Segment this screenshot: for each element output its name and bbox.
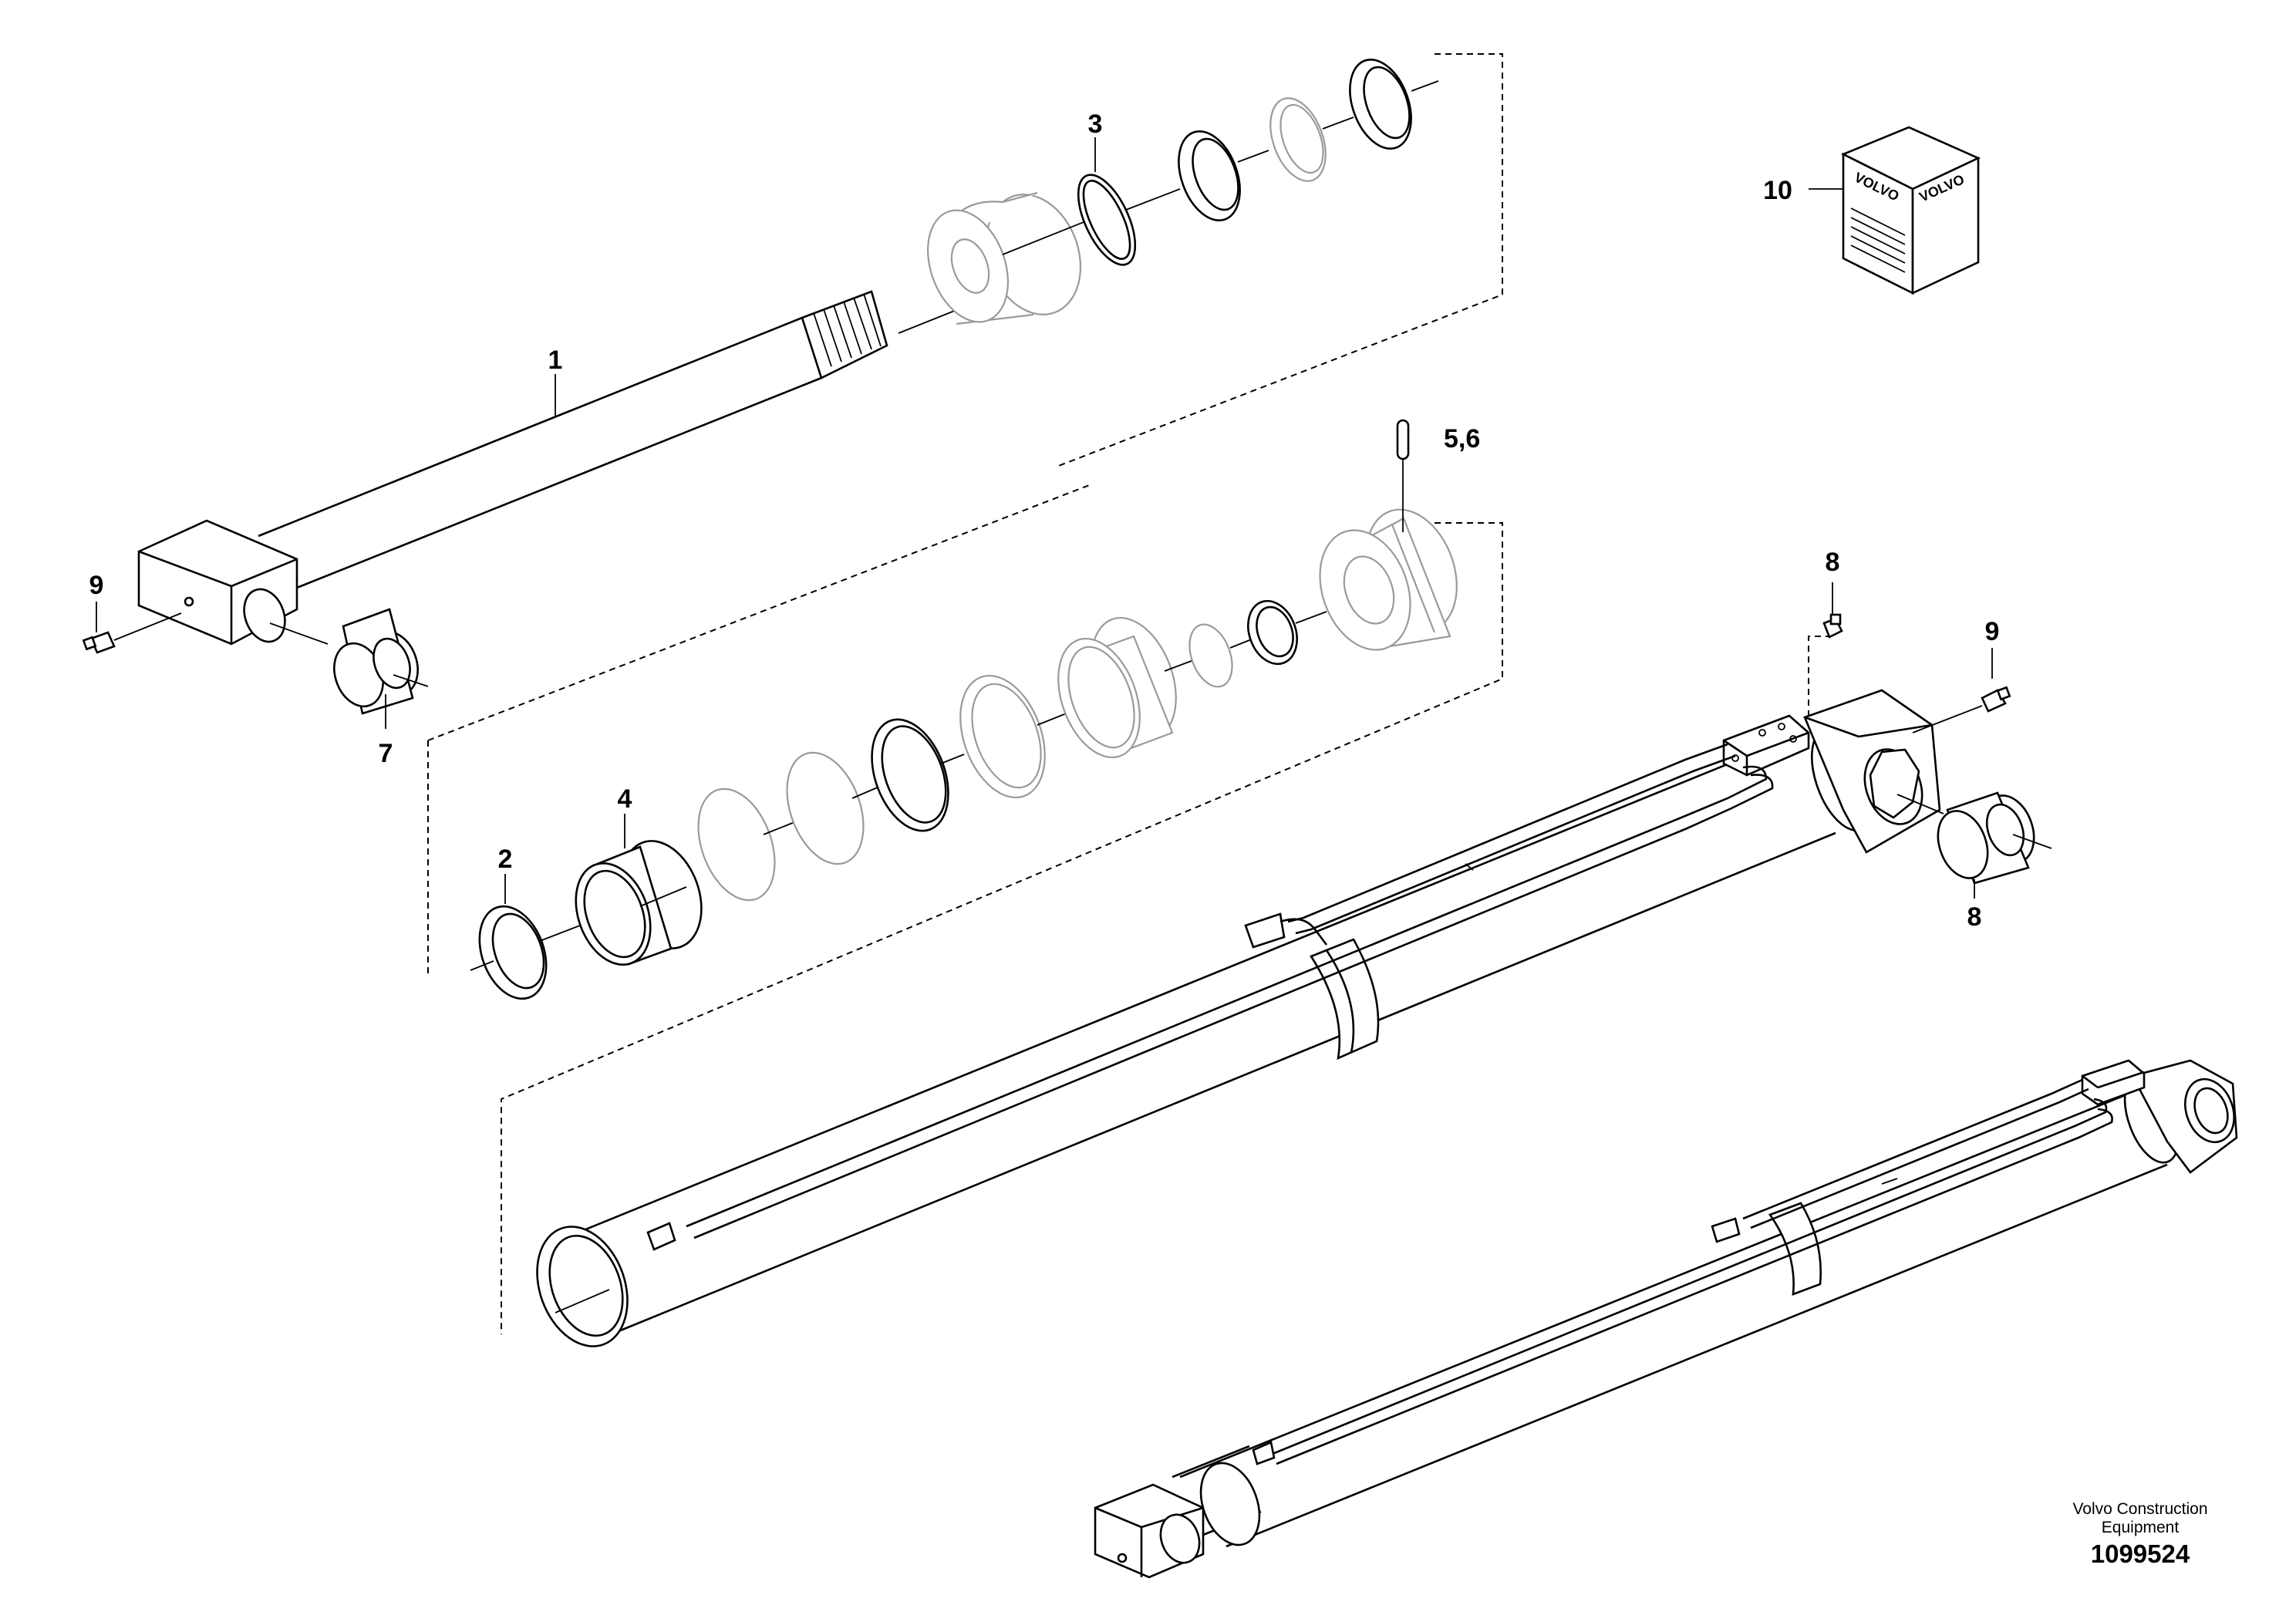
callout-3: 3 — [1088, 110, 1103, 139]
drawing-number: 1099524 — [2090, 1539, 2190, 1568]
callout-1: 1 — [548, 346, 563, 375]
grease-nipple-top — [1808, 613, 1843, 717]
rod-guide-parts — [898, 58, 1439, 334]
callout-10: 10 — [1763, 176, 1792, 205]
piston-parts — [470, 419, 1458, 1000]
cylinder-eye-bushing — [1937, 791, 2052, 885]
callout-5-6: 5,6 — [1444, 424, 1480, 454]
group-frames — [427, 53, 1503, 1334]
grease-nipple-left — [82, 612, 182, 654]
piston-rod — [137, 290, 888, 646]
callout-2: 2 — [498, 845, 513, 874]
grease-nipple-right — [1912, 686, 2011, 733]
rod-eye-bushing — [333, 608, 429, 715]
assembled-cylinder — [1094, 1059, 2238, 1579]
callout-7: 7 — [379, 739, 393, 768]
callout-4: 4 — [618, 784, 632, 814]
seal-kit-box: VOLVO VOLVO — [1809, 126, 1981, 295]
callout-8-bottom: 8 — [1967, 902, 1982, 932]
callout-leaders — [96, 137, 1993, 904]
callout-8-top: 8 — [1826, 548, 1840, 577]
callout-numbers: 1 2 3 4 5,6 7 8 8 9 9 10 — [89, 110, 2000, 932]
callout-9-left: 9 — [89, 571, 104, 600]
callout-9-right: 9 — [1985, 617, 2000, 646]
cylinder-barrel — [536, 689, 1944, 1347]
manufacturer-label: Volvo Construction Equipment — [2072, 1500, 2208, 1536]
